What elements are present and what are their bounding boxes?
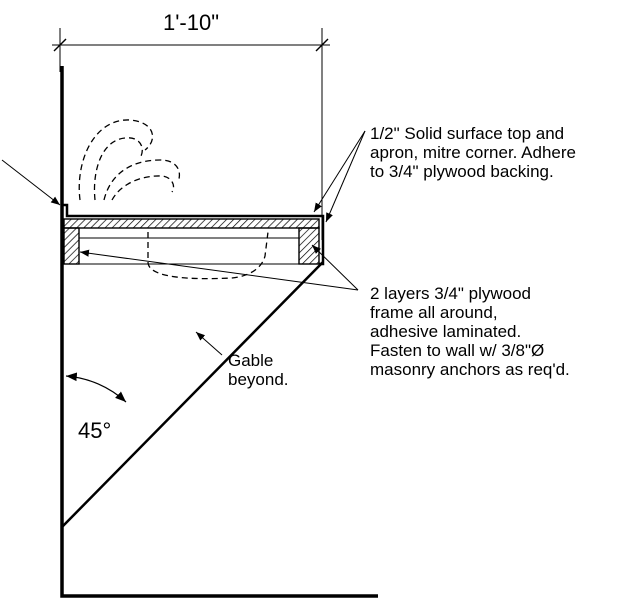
- countertop-assembly: [62, 203, 325, 266]
- solid-surface-top: [62, 203, 325, 266]
- dimension-label: 1'-10": [163, 10, 219, 35]
- callout-frame-line-3: adhesive laminated.: [370, 322, 521, 341]
- dimension-tick-left: [53, 38, 67, 52]
- basin-dashed-outline: [147, 231, 269, 280]
- callout-gable: Gable beyond.: [228, 351, 289, 389]
- angle-label: 45°: [78, 418, 111, 443]
- plywood-frame-left: [63, 227, 80, 265]
- callout-leaders: [79, 130, 366, 356]
- callout-gable-line-1: Gable: [228, 351, 273, 370]
- leader-gable: [195, 331, 223, 356]
- callout-frame-line-1: 2 layers 3/4" plywood: [370, 284, 531, 303]
- callout-frame-line-5: masonry anchors as req'd.: [370, 360, 570, 379]
- leader-frame-right: [311, 244, 359, 291]
- angle-arc: [65, 372, 127, 403]
- wall-section: [1, 66, 378, 598]
- plywood-frame-right: [298, 227, 320, 265]
- callout-gable-line-2: beyond.: [228, 370, 289, 389]
- callout-frame-line-2: frame all around,: [370, 303, 498, 322]
- dimension-tick-right: [315, 38, 329, 52]
- gable-diagonal: [61, 261, 324, 528]
- leader-frame-left: [79, 249, 359, 291]
- callout-top-line-3: to 3/4" plywood backing.: [370, 162, 554, 181]
- leader-top-surface: [313, 130, 366, 213]
- callout-top-line-2: apron, mitre corner. Adhere: [370, 143, 576, 162]
- wall-line: [60, 66, 378, 598]
- callout-top-surface: 1/2" Solid surface top and apron, mitre …: [370, 124, 576, 181]
- plywood-frame-top: [63, 218, 320, 229]
- callout-top-line-1: 1/2" Solid surface top and: [370, 124, 564, 143]
- wall-partial-arrow-leader: [1, 159, 61, 206]
- leader-apron: [325, 130, 366, 223]
- angle-indicator: 45°: [65, 372, 127, 443]
- callout-plywood-frame: 2 layers 3/4" plywood frame all around, …: [370, 284, 570, 379]
- callout-frame-line-4: Fasten to wall w/ 3/8"Ø: [370, 341, 544, 360]
- faucet-dashed-outline: [78, 119, 181, 201]
- overall-width-dimension: 1'-10": [52, 10, 330, 240]
